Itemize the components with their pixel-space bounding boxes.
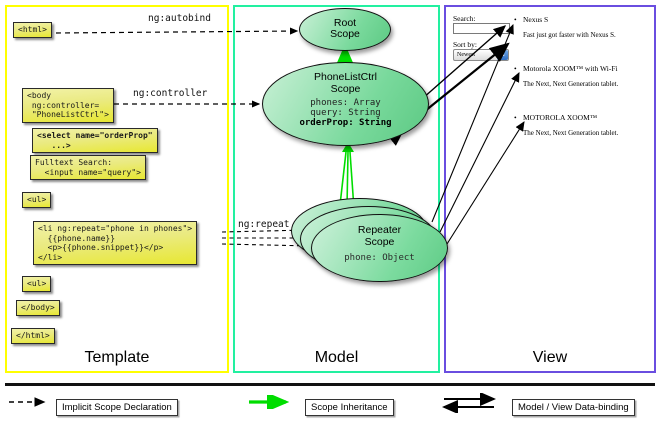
- panel-model-label: Model: [314, 349, 359, 366]
- code-box-ul-close: <ul>: [22, 276, 52, 292]
- root-scope-title: Root Scope: [330, 17, 360, 40]
- legend-label: Model / View Data-binding: [512, 399, 635, 416]
- chevron-updown-icon: ⇅: [497, 50, 508, 60]
- dashed-arrow-icon: [9, 397, 46, 407]
- list-item[interactable]: MOTOROLA XOOM™ The Next, Next Generation…: [523, 113, 651, 137]
- legend-item-scope-inheritance: Scope Inheritance: [305, 397, 394, 416]
- phone-snippet: The Next, Next Generation tablet.: [523, 80, 619, 88]
- phone-name: Motorola XOOM™ with Wi-Fi: [523, 64, 651, 73]
- phonelist-scope-title: PhoneListCtrl Scope: [313, 71, 378, 95]
- phone-snippet: Fast just got faster with Nexus S.: [523, 31, 616, 39]
- root-scope-node: Root Scope: [299, 8, 391, 51]
- code-box-select: <select name="orderProp" ...>: [32, 128, 158, 153]
- code-box-body-open: <body ng:controller= "PhoneListCtrl">: [22, 88, 114, 123]
- legend: Implicit Scope Declaration Scope Inherit…: [0, 381, 660, 421]
- repeater-scope-properties: phone: Object: [344, 253, 415, 263]
- phone-name: Nexus S: [523, 15, 651, 24]
- phonelist-scope-node: PhoneListCtrl Scope phones: Array query:…: [262, 62, 429, 146]
- legend-item-data-binding: Model / View Data-binding: [512, 397, 635, 416]
- code-box-body-close: </body>: [16, 300, 60, 316]
- edge-label-ng-repeat: ng:repeat: [238, 219, 290, 230]
- panel-model: Model: [233, 5, 440, 373]
- legend-item-implicit-scope: Implicit Scope Declaration: [56, 397, 178, 416]
- panel-template-label: Template: [84, 349, 150, 366]
- scope-property: phones: Array: [310, 98, 381, 108]
- legend-divider: [5, 383, 655, 386]
- code-box-html-close: </html>: [11, 328, 55, 344]
- code-box-ul-open: <ul>: [22, 192, 52, 208]
- search-input[interactable]: [453, 23, 510, 34]
- phonelist-scope-properties: phones: Array query: String orderProp: S…: [263, 98, 428, 128]
- code-box-li-repeat: <li ng:repeat="phone in phones"> {{phone…: [33, 221, 198, 265]
- search-label: Search:: [453, 14, 476, 23]
- sort-select[interactable]: Newest ⇅: [453, 49, 509, 61]
- code-box-html-open: <html>: [13, 22, 52, 38]
- green-arrow-icon: [249, 395, 290, 409]
- sort-label: Sort by:: [453, 40, 477, 49]
- edge-label-ng-autobind: ng:autobind: [148, 13, 211, 24]
- panel-template: Template: [5, 5, 229, 373]
- double-arrow-icon: [442, 393, 496, 413]
- code-box-search-input: Fulltext Search: <input name="query">: [30, 155, 146, 180]
- repeater-scope-title: Repeater Scope: [357, 224, 402, 248]
- edge-label-ng-controller: ng:controller: [133, 88, 208, 99]
- scope-property: orderProp: String: [299, 118, 392, 128]
- phone-name: MOTOROLA XOOM™: [523, 113, 651, 122]
- sort-select-value: Newest: [457, 52, 475, 58]
- legend-label: Implicit Scope Declaration: [56, 399, 178, 416]
- list-item[interactable]: Motorola XOOM™ with Wi-Fi The Next, Next…: [523, 64, 651, 88]
- phone-snippet: The Next, Next Generation tablet.: [523, 129, 619, 137]
- legend-label: Scope Inheritance: [305, 399, 394, 416]
- panel-view-label: View: [532, 349, 568, 366]
- list-item[interactable]: Nexus S Fast just got faster with Nexus …: [523, 15, 651, 39]
- repeater-scope-node: Repeater Scope phone: Object: [311, 214, 448, 282]
- view-content: Search: Sort by: Newest ⇅ Nexus S Fast j…: [449, 10, 652, 365]
- scope-property: query: String: [310, 108, 381, 118]
